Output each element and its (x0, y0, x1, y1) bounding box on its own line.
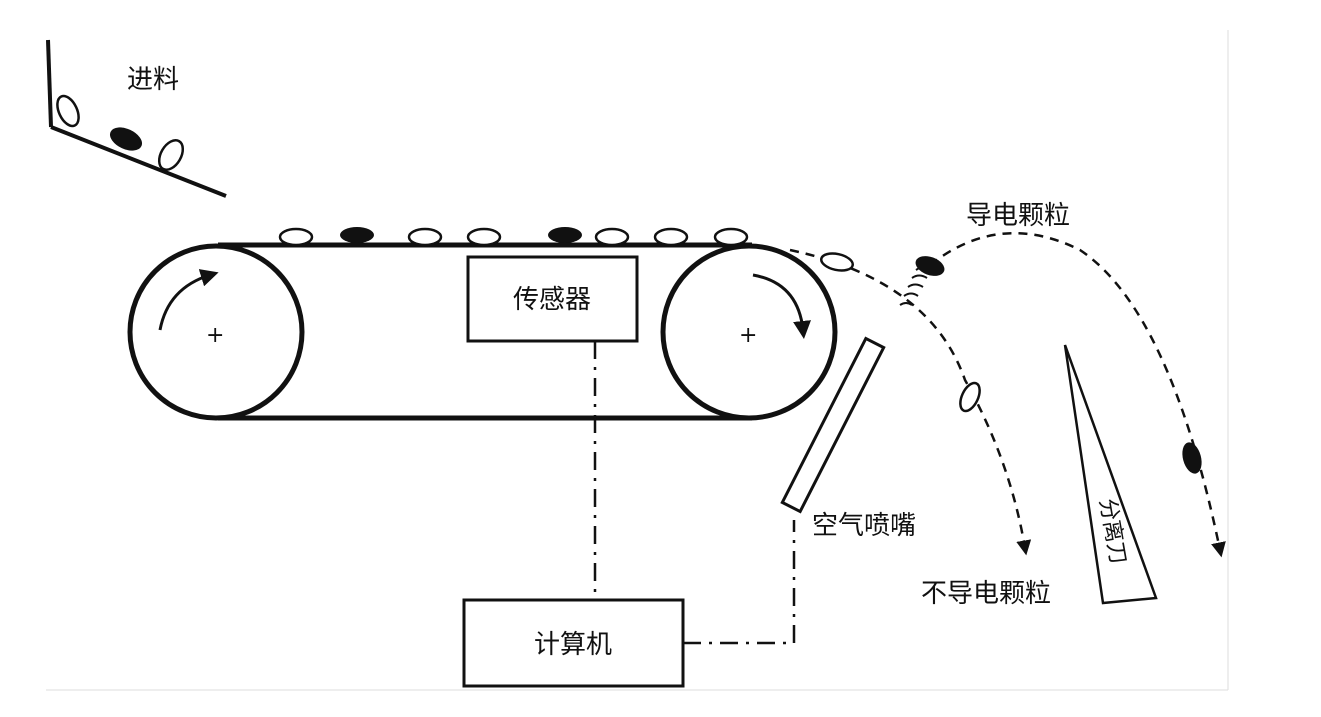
air-nozzle (780, 336, 886, 514)
particle-nonconductive (466, 227, 502, 247)
particle-nonconductive (959, 381, 981, 413)
particle-conductive (915, 256, 945, 276)
particle-nonconductive (56, 94, 80, 128)
belt-particles (278, 227, 749, 247)
nozzle-control-line (683, 520, 796, 645)
sensor-label: 传感器 (513, 285, 591, 315)
particle-nonconductive (157, 139, 185, 171)
particle-conductive (110, 127, 142, 151)
particle-nonconductive (407, 227, 443, 247)
particle-nonconductive (820, 252, 854, 272)
separator-blade (1063, 344, 1158, 605)
feed-chute (46, 39, 227, 198)
air-nozzle-label: 空气喷嘴 (812, 511, 916, 541)
feed-label: 进料 (127, 65, 179, 95)
computer-label: 计算机 (534, 630, 612, 660)
pulley-center-mark: + (739, 323, 757, 348)
left-pulley (127, 243, 305, 421)
particle-nonconductive (278, 227, 314, 247)
particle-conductive (1182, 442, 1202, 474)
pulley-center-mark: + (206, 323, 224, 348)
particle-nonconductive (594, 227, 630, 247)
sensor-box (466, 255, 639, 343)
computer-box (462, 598, 685, 688)
clockwise-arrow-icon (158, 269, 219, 331)
clockwise-arrow-icon (752, 273, 811, 339)
nonconductive-trajectory (789, 248, 1032, 556)
conveyor-belt: + + (127, 242, 838, 421)
conductive-label: 导电颗粒 (966, 201, 1070, 231)
particle-nonconductive (653, 227, 689, 247)
feed-particles (56, 94, 185, 171)
conductive-trajectory (929, 231, 1226, 558)
particle-nonconductive (713, 227, 749, 247)
nonconductive-label: 不导电颗粒 (921, 579, 1051, 609)
particle-conductive (548, 227, 582, 243)
particle-conductive (340, 227, 374, 243)
